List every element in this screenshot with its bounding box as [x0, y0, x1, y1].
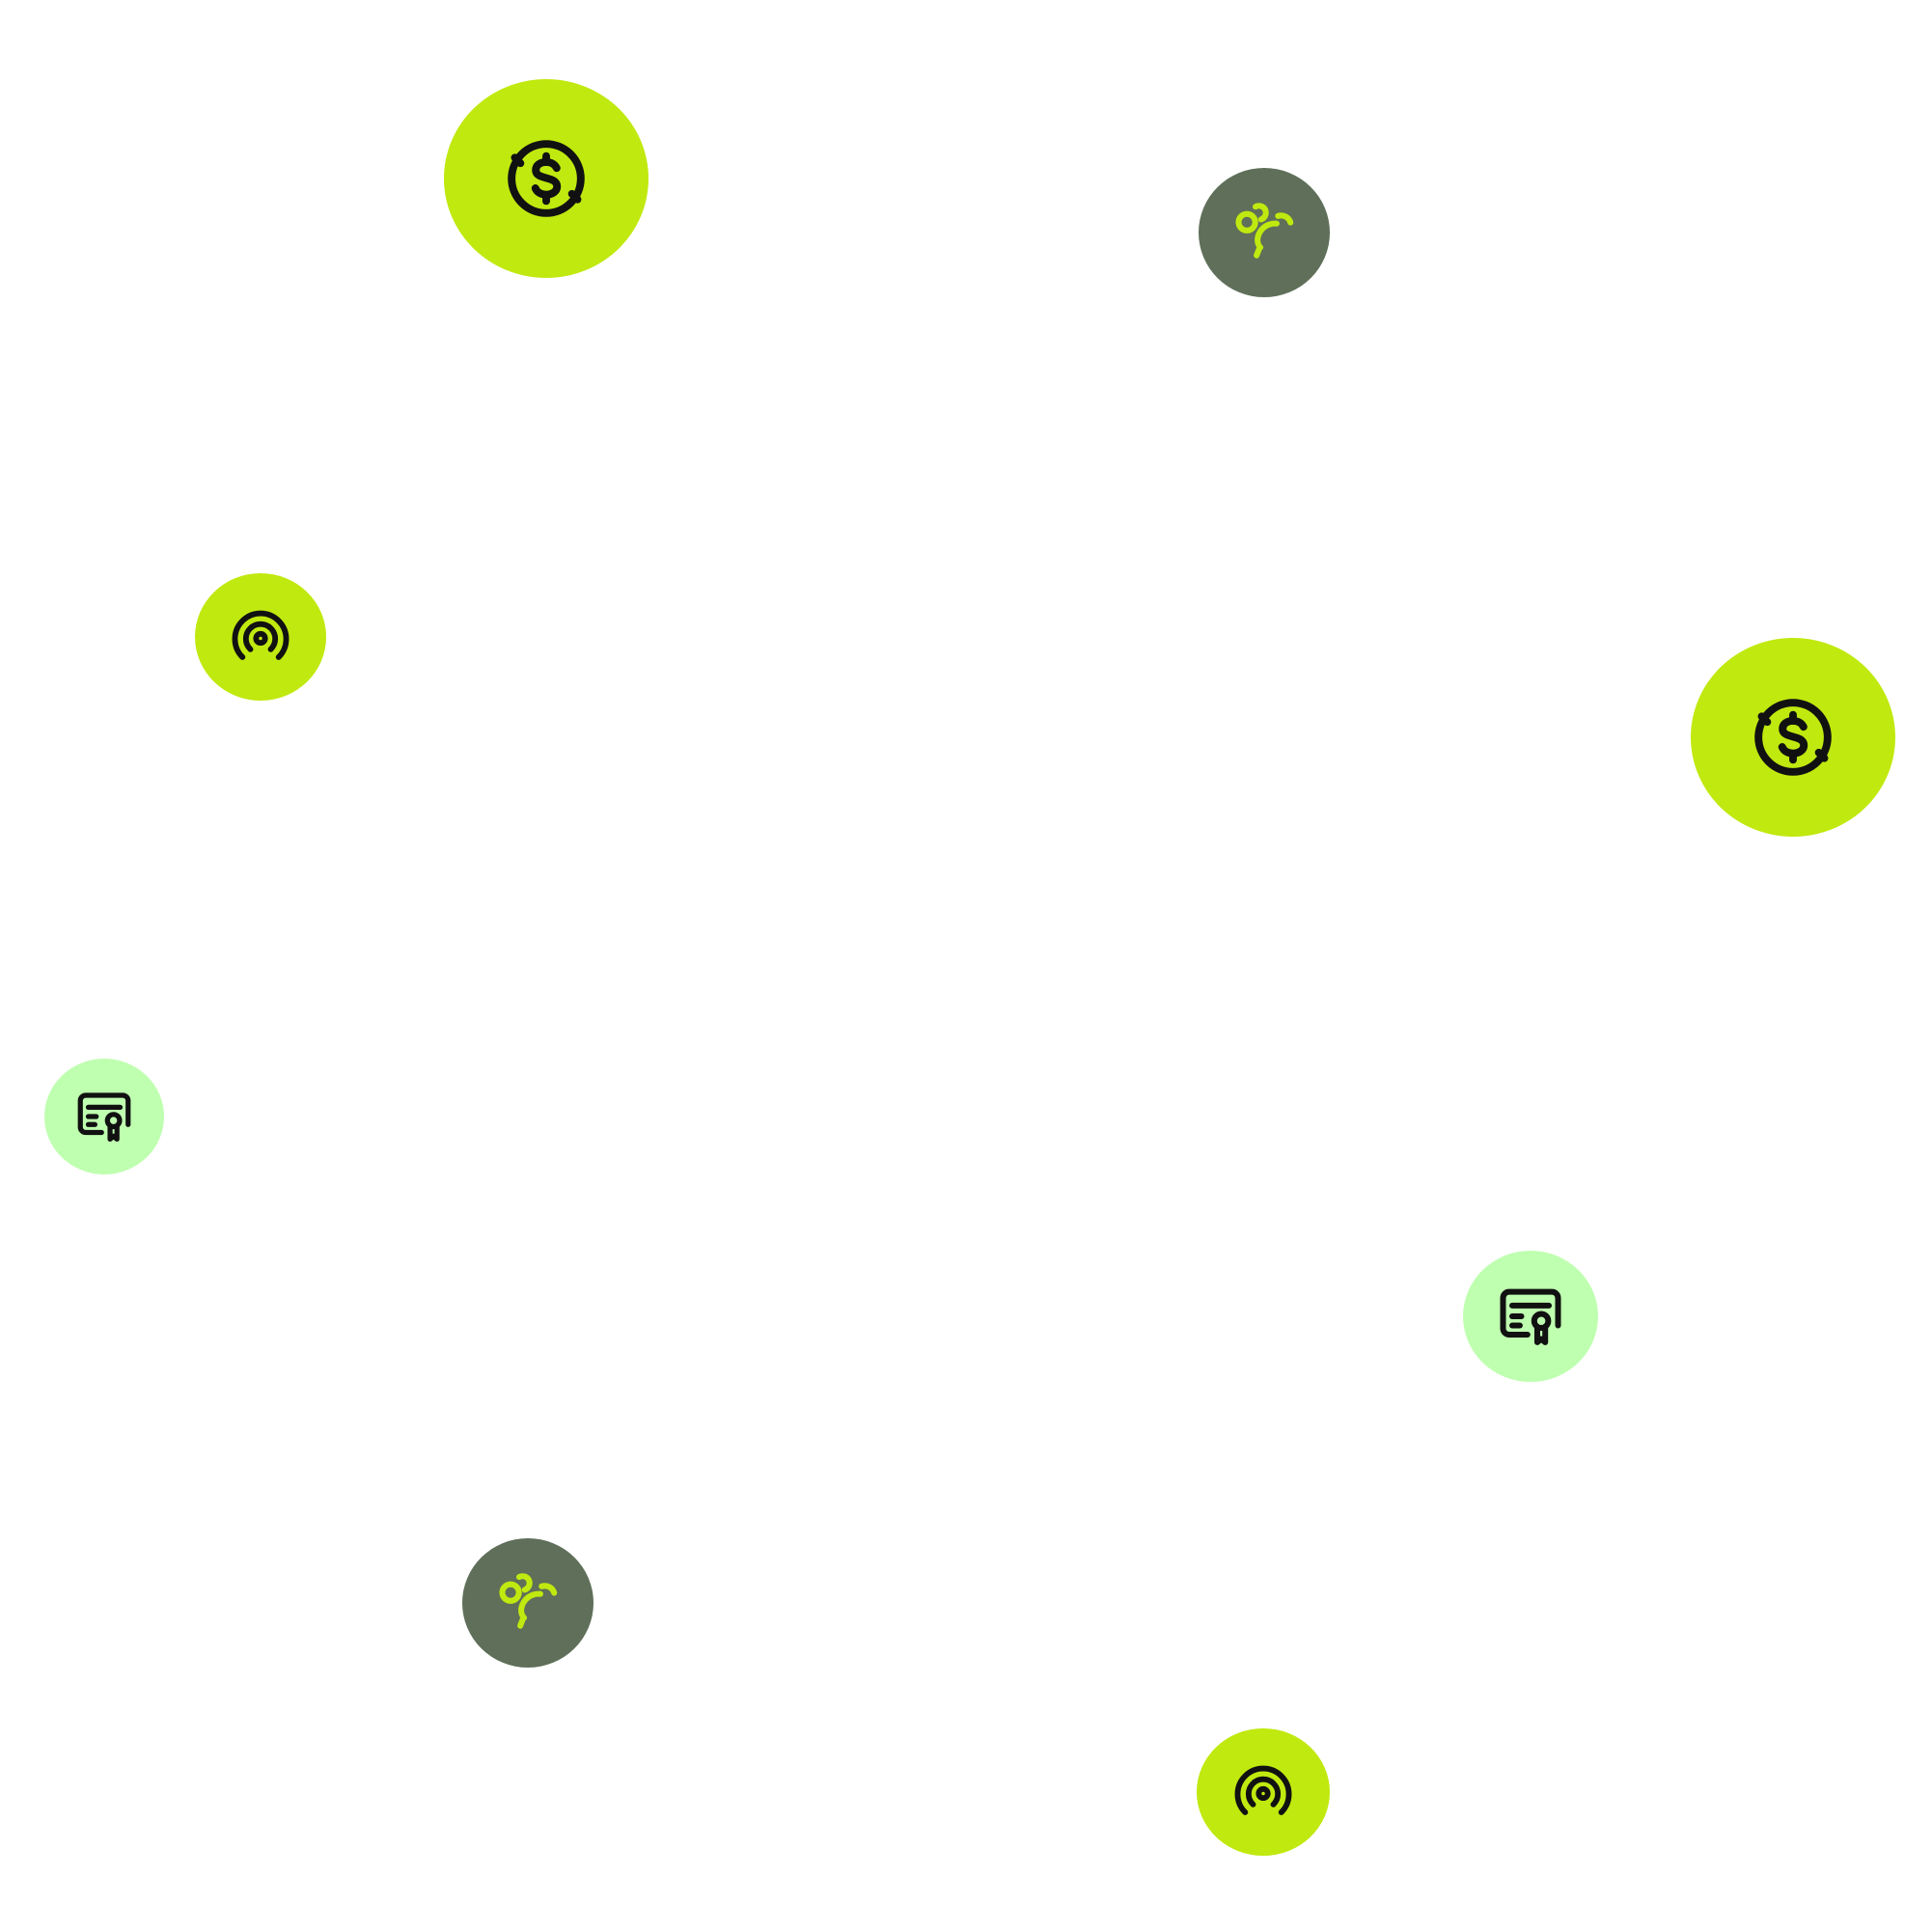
people-group-icon: [1223, 191, 1306, 274]
dollar-refresh-bubble[interactable]: [444, 79, 649, 278]
dollar-refresh-icon: [498, 130, 594, 227]
broadcast-bubble[interactable]: [195, 573, 326, 701]
certificate-icon: [72, 1085, 136, 1148]
certificate-icon: [1494, 1280, 1567, 1353]
broadcast-bubble[interactable]: [1197, 1728, 1330, 1856]
people-group-bubble[interactable]: [462, 1538, 593, 1668]
people-group-bubble[interactable]: [1199, 168, 1330, 297]
certificate-bubble[interactable]: [44, 1059, 164, 1174]
broadcast-icon: [1229, 1758, 1297, 1826]
broadcast-icon: [227, 603, 294, 671]
dollar-refresh-bubble[interactable]: [1691, 638, 1895, 837]
certificate-bubble[interactable]: [1463, 1251, 1598, 1382]
dollar-refresh-icon: [1745, 689, 1841, 786]
people-group-icon: [486, 1561, 569, 1644]
